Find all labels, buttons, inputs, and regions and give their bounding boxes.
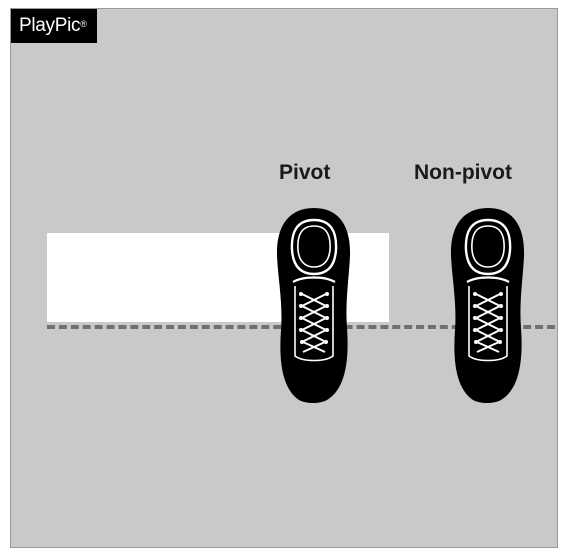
- pivot-shoe-icon: [273, 206, 355, 404]
- brand-mark: ®: [80, 19, 87, 29]
- pivot-label: Pivot: [279, 161, 331, 184]
- non-pivot-shoe-icon: [447, 206, 529, 404]
- playpic-logo: PlayPic®: [11, 9, 97, 43]
- non-pivot-label: Non-pivot: [414, 161, 512, 184]
- diagram-canvas: PlayPic® Pivot Non-pivot: [10, 8, 558, 548]
- brand-name: PlayPic: [19, 15, 81, 36]
